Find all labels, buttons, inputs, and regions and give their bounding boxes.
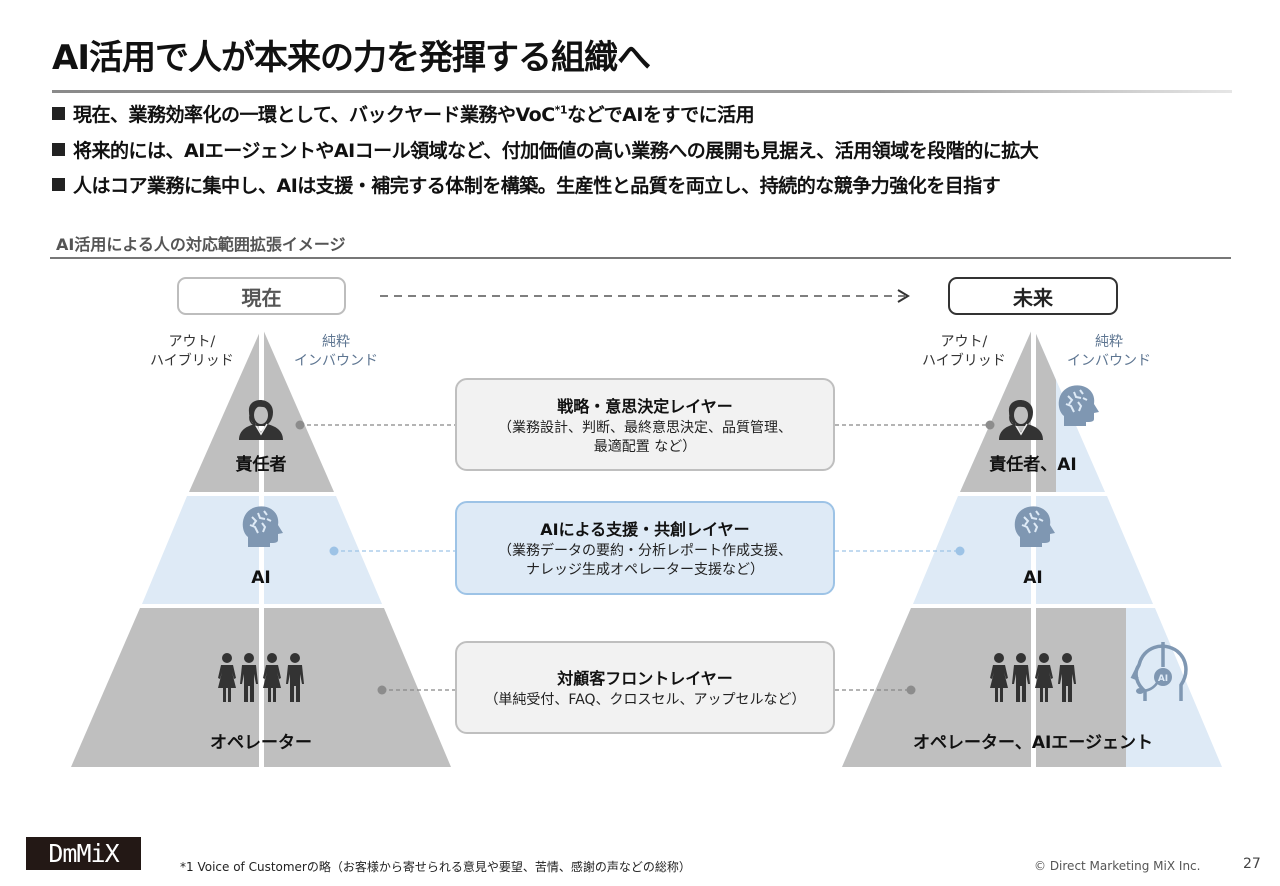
footnote-marker: *1 bbox=[554, 103, 568, 117]
now-inbound-label: 純粋 インバウンド bbox=[294, 333, 378, 371]
layer-title: 戦略・意思決定レイヤー bbox=[557, 396, 733, 416]
layer-title: AIによる支援・共創レイヤー bbox=[540, 520, 750, 539]
bullet-square-icon bbox=[52, 107, 65, 120]
future-bottom-tier-human bbox=[842, 608, 1126, 767]
layer-desc-line2: 最適配置 など） bbox=[593, 438, 697, 455]
layer-desc-line2: ナレッジ生成オペレーター支援など） bbox=[526, 562, 764, 578]
era-future-label: 未来 bbox=[948, 277, 1118, 315]
now-bottom-label: オペレーター bbox=[210, 733, 312, 753]
now-inbound-line1: 純粋 bbox=[322, 334, 350, 350]
connector-dot bbox=[955, 546, 965, 556]
connector-dot bbox=[377, 685, 387, 695]
page-title: AI活用で人が本来の力を発揮する組織へ bbox=[52, 38, 651, 78]
title-divider bbox=[52, 90, 1232, 93]
copyright: © Direct Marketing MiX Inc. bbox=[1034, 859, 1201, 873]
layer-box-front: 対顧客フロントレイヤー （単純受付、FAQ、クロスセル、アップセルなど） bbox=[455, 641, 835, 734]
bullet-1: 現在、業務効率化の一環として、バックヤード業務やVoC*1などでAIをすでに活用 bbox=[52, 100, 755, 127]
future-outbound-label: アウト/ ハイブリッド bbox=[922, 333, 1006, 371]
future-inbound-label: 純粋 インバウンド bbox=[1067, 333, 1151, 371]
now-outbound-line1: アウト/ bbox=[168, 334, 216, 350]
future-inbound-line2: インバウンド bbox=[1067, 353, 1151, 369]
bullet-3: 人はコア業務に集中し、AIは支援・補完する体制を構築。生産性と品質を両立し、持続… bbox=[52, 171, 1001, 198]
layer-box-ai-support: AIによる支援・共創レイヤー （業務データの要約・分析レポート作成支援、 ナレッ… bbox=[455, 501, 835, 595]
connector-dot bbox=[985, 420, 995, 430]
company-logo: DmMiX bbox=[26, 837, 141, 870]
layer-desc-line1: （単純受付、FAQ、クロスセル、アップセルなど） bbox=[484, 692, 806, 708]
future-middle-label: AI bbox=[1023, 568, 1043, 588]
connector-dot bbox=[295, 420, 305, 430]
layer-desc-line1: （業務データの要約・分析レポート作成支援、 bbox=[498, 543, 792, 559]
layer-title: 対顧客フロントレイヤー bbox=[557, 669, 733, 688]
future-outbound-line2: ハイブリッド bbox=[922, 353, 1006, 369]
bullet-square-icon bbox=[52, 143, 65, 156]
bullet-2-text: 将来的には、AIエージェントやAIコール領域など、付加価値の高い業務への展開も見… bbox=[73, 140, 1039, 162]
footnote: *1 Voice of Customerの略（お客様から寄せられる意見や要望、苦… bbox=[180, 860, 691, 874]
bullet-square-icon bbox=[52, 178, 65, 191]
bullet-1-text-end: などでAIをすでに活用 bbox=[567, 104, 755, 126]
ai-agent-headset-icon: AI bbox=[1130, 642, 1188, 701]
layer-desc-line1: （業務設計、判断、最終意思決定、品質管理、 bbox=[498, 419, 792, 436]
page-number: 27 bbox=[1243, 856, 1261, 872]
now-outbound-line2: ハイブリッド bbox=[150, 353, 234, 369]
connector-dot bbox=[329, 546, 339, 556]
layer-box-strategy: 戦略・意思決定レイヤー （業務設計、判断、最終意思決定、品質管理、 最適配置 な… bbox=[455, 378, 835, 471]
era-now-label: 現在 bbox=[177, 277, 346, 315]
bullet-2: 将来的には、AIエージェントやAIコール領域など、付加価値の高い業務への展開も見… bbox=[52, 136, 1039, 163]
connector-dot bbox=[906, 685, 916, 695]
bullet-1-text: 現在、業務効率化の一環として、バックヤード業務やVoC bbox=[73, 104, 555, 126]
ai-brain-head-icon bbox=[1057, 384, 1100, 427]
future-top-label: 責任者、AI bbox=[989, 455, 1077, 475]
future-outbound-line1: アウト/ bbox=[940, 334, 988, 350]
now-middle-label: AI bbox=[251, 568, 271, 588]
section-label: AI活用による人の対応範囲拡張イメージ bbox=[56, 235, 346, 254]
arrow-head-icon bbox=[897, 289, 910, 303]
future-inbound-line1: 純粋 bbox=[1095, 334, 1123, 350]
now-inbound-line2: インバウンド bbox=[294, 353, 378, 369]
now-outbound-label: アウト/ ハイブリッド bbox=[150, 333, 234, 371]
ai-agent-icon-text: AI bbox=[1158, 674, 1168, 684]
future-bottom-label: オペレーター、AIエージェント bbox=[913, 733, 1153, 753]
now-top-label: 責任者 bbox=[235, 455, 287, 475]
section-divider bbox=[50, 257, 1231, 259]
bullet-3-text: 人はコア業務に集中し、AIは支援・補完する体制を構築。生産性と品質を両立し、持続… bbox=[73, 175, 1001, 197]
